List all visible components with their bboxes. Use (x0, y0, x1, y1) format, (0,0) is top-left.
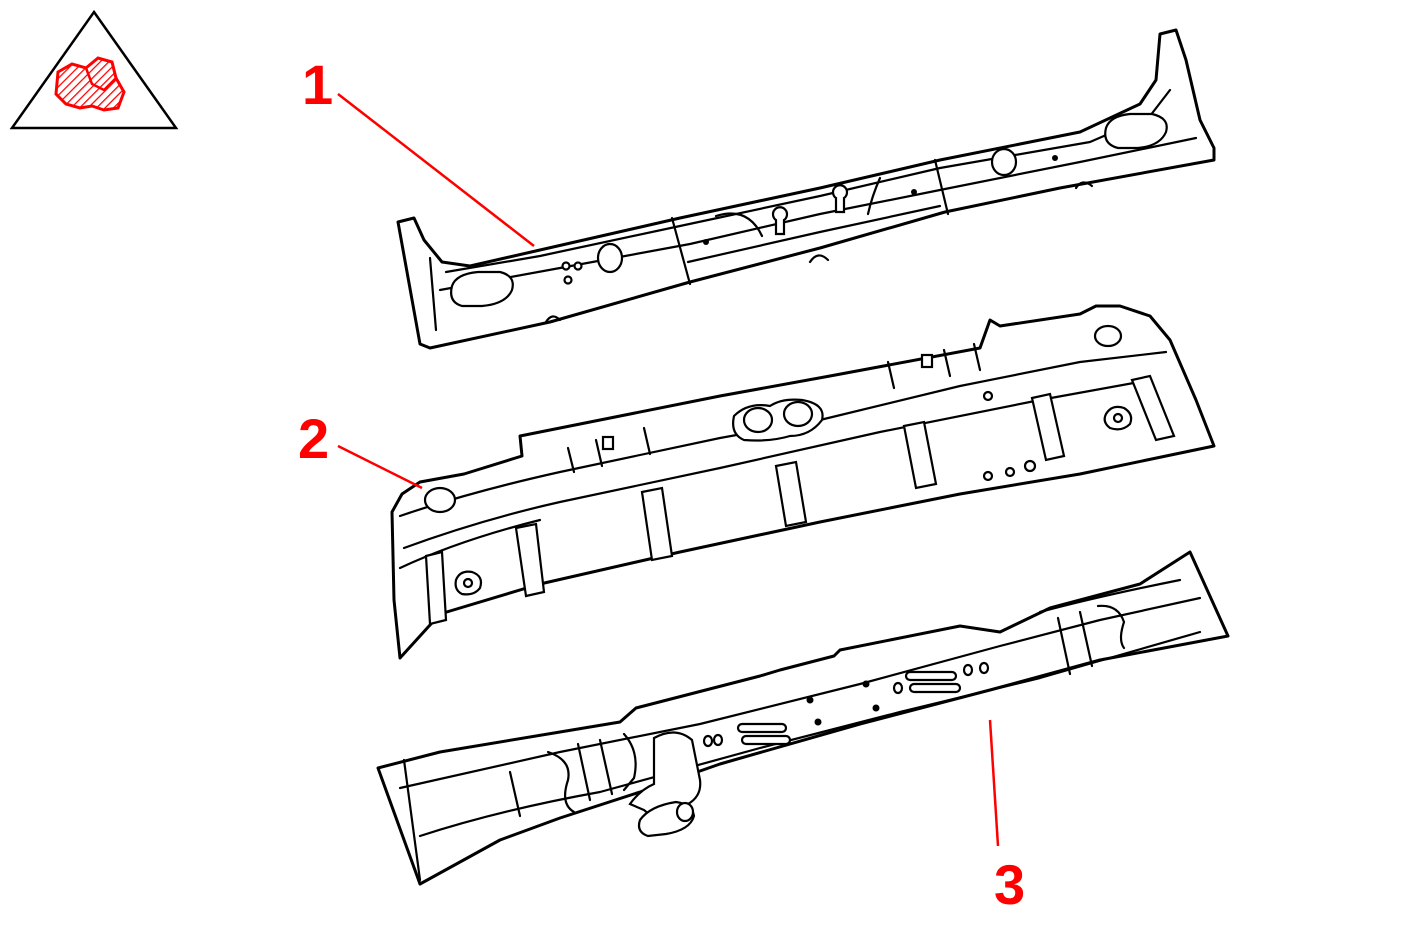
leader-line-1 (337, 93, 535, 247)
callout-label-2: 2 (298, 407, 329, 470)
leader-line-2 (337, 444, 423, 490)
part-3-lower-panel (376, 550, 1230, 886)
callout-label-3: 3 (994, 853, 1025, 916)
damage-warning-icon (9, 9, 179, 130)
leader-line-3 (988, 719, 1000, 847)
part-1-upper-panel (396, 28, 1216, 350)
callout-label-1: 1 (302, 53, 333, 116)
part-2-middle-panel (390, 304, 1216, 660)
